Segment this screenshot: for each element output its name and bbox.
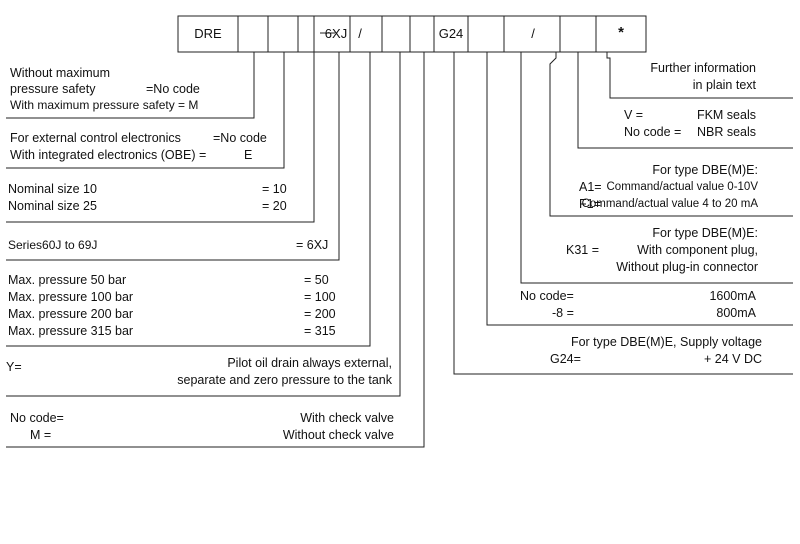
pilot-drain-line1: Pilot oil drain always external, [227, 356, 392, 370]
command-a1: A1= [579, 180, 602, 194]
code-series: 6XJ [324, 26, 348, 41]
further-info-line1: Further information [650, 61, 756, 75]
max-pressure-50: Max. pressure 50 bar [8, 273, 127, 287]
box-pressure-safety [237, 15, 269, 53]
seals-v-desc: FKM seals [696, 108, 756, 122]
leader-pressure-safety [6, 52, 255, 119]
leader-command [549, 52, 793, 217]
leader-voltage [453, 52, 793, 375]
pilot-drain-line2: separate and zero pressure to the tank [177, 373, 392, 387]
check-valve-m: M = [30, 428, 52, 442]
max-pressure-315: Max. pressure 315 bar [8, 324, 134, 338]
nominal-size-10-code: = 10 [262, 182, 287, 196]
pressure-safety-with: With maximum pressure safety = M [10, 98, 199, 112]
pressure-safety-without-1: Without maximum [10, 66, 111, 80]
series-label: Series60J to 69J [8, 238, 98, 252]
nominal-size-10: Nominal size 10 [8, 182, 97, 196]
leader-current [486, 52, 793, 326]
current-nocode-val: 1600mA [709, 289, 756, 303]
code-star: * [618, 24, 624, 41]
leader-pilot-drain [6, 52, 401, 397]
current-minus8: -8 = [552, 306, 574, 320]
nominal-size-25: Nominal size 25 [8, 199, 97, 213]
check-valve-nocode: No code= [10, 411, 64, 425]
seals-v: V = [624, 108, 644, 122]
leader-max-pressure [6, 52, 371, 347]
supply-value: + 24 V DC [703, 352, 762, 366]
leader-plug [520, 52, 793, 284]
leader-nominal-size [6, 52, 315, 223]
leader-electronics [6, 52, 285, 169]
max-pressure-200: Max. pressure 200 bar [8, 307, 134, 321]
max-pressure-100: Max. pressure 100 bar [8, 290, 134, 304]
leader-further-info [606, 52, 793, 99]
box-current [467, 15, 505, 53]
code-voltage: G24 [438, 26, 464, 41]
pilot-drain-code: Y= [6, 360, 22, 374]
box-check-valve [409, 15, 435, 53]
box-seals [559, 15, 597, 53]
command-f1: F1= [579, 197, 601, 211]
plug-line2: Without plug-in connector [616, 260, 758, 274]
pressure-safety-without-2: pressure safety [10, 82, 96, 96]
max-pressure-315-code: = 315 [304, 324, 336, 338]
current-minus8-val: 800mA [716, 306, 756, 320]
leader-seals [577, 52, 793, 149]
series-code: = 6XJ [296, 238, 329, 252]
box-pilot-drain [381, 15, 411, 53]
code-series-slash: / [358, 26, 362, 41]
current-nocode: No code= [520, 289, 574, 303]
seals-nocode: No code = [624, 125, 682, 139]
box-further-info [595, 15, 647, 53]
code-slash: / [531, 26, 535, 41]
leader-series [6, 52, 340, 261]
supply-code: G24= [550, 352, 581, 366]
plug-code: K31 = [566, 243, 600, 257]
code-prefix: DRE [194, 26, 222, 41]
max-pressure-200-code: = 200 [304, 307, 336, 321]
command-a1-desc: Command/actual value 0-10V [606, 181, 759, 193]
pressure-safety-without-code: =No code [146, 82, 200, 96]
command-header: For type DBE(M)E: [652, 163, 758, 177]
check-valve-nocode-desc: With check valve [300, 411, 394, 425]
command-f1-desc: Command/actual value 4 to 20 mA [581, 198, 758, 210]
supply-header: For type DBE(M)E, Supply voltage [570, 335, 762, 349]
leader-check-valve [6, 52, 425, 448]
max-pressure-50-code: = 50 [304, 273, 329, 287]
max-pressure-100-code: = 100 [304, 290, 336, 304]
electronics-external-code: =No code [213, 131, 267, 145]
box-electronics [267, 15, 299, 53]
plug-header: For type DBE(M)E: [652, 226, 758, 240]
seals-nocode-desc: NBR seals [696, 125, 756, 139]
further-info-line2: in plain text [692, 78, 756, 92]
check-valve-m-desc: Without check valve [282, 428, 394, 442]
electronics-integrated-code: E [244, 148, 253, 162]
electronics-external: For external control electronics [10, 131, 181, 145]
electronics-integrated: With integrated electronics (OBE) = [10, 148, 207, 162]
nominal-size-25-code: = 20 [262, 199, 287, 213]
plug-line1: With component plug, [637, 243, 758, 257]
